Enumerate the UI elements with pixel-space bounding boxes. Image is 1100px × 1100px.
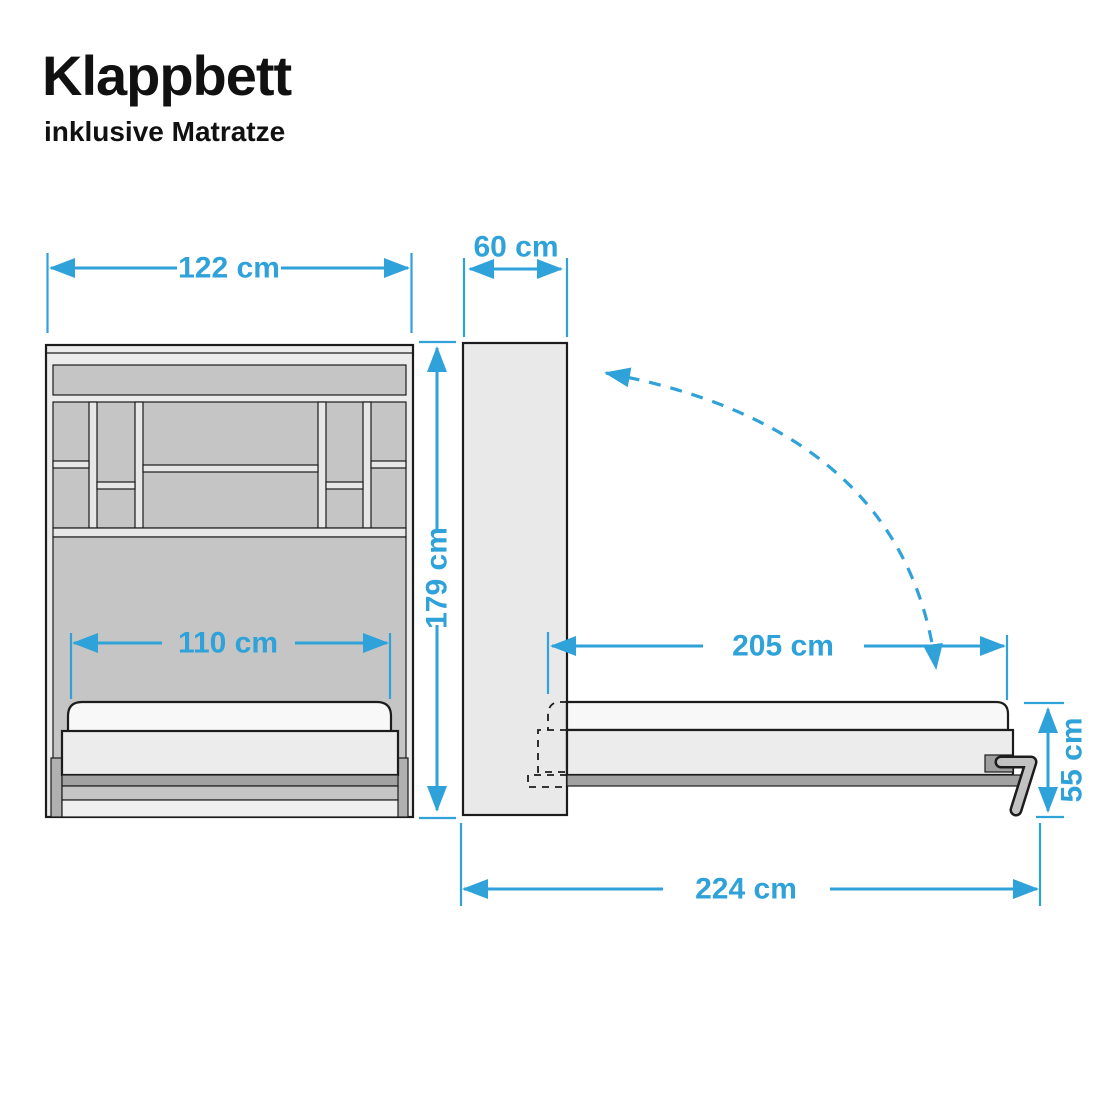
dimension-label: 110 cm (178, 627, 278, 660)
front-shelf-horizontal-divider (96, 481, 136, 490)
front-top-panel (52, 364, 407, 396)
front-mid-band (61, 785, 399, 801)
dimension-label: 179 cm (421, 527, 454, 629)
front-shelf-vertical-divider (362, 401, 372, 529)
hidden-frame-end-dashed (537, 729, 567, 773)
side-bed-frame (565, 728, 1015, 777)
front-shelf-horizontal-divider (325, 481, 364, 490)
front-shelf-vertical-divider (88, 401, 98, 529)
page-subtitle: inklusive Matratze (44, 116, 286, 147)
side-dark-strip (566, 774, 1023, 787)
front-view-closed-cabinet (44, 343, 415, 819)
side-folding-leg (997, 758, 1035, 814)
front-shelf-horizontal-divider (52, 460, 90, 469)
side-view-open-bed (461, 341, 1038, 817)
front-shelf-horizontal-divider (142, 464, 319, 473)
dimension-bed-width: 110 cm (69, 627, 392, 699)
dimension-label: 55 cm (1056, 717, 1089, 802)
dimension-lying-length: 205 cm (546, 630, 1009, 700)
fold-motion-arc-arrow (604, 367, 943, 670)
dimension-label: 205 cm (732, 630, 834, 663)
front-shelf-bottom-strip (52, 527, 407, 538)
dimension-bed-height: 55 cm (1024, 701, 1089, 819)
dimension-cabinet-width: 122 cm (46, 252, 413, 333)
dimension-label: 122 cm (178, 252, 280, 285)
dimension-label: 60 cm (473, 231, 558, 264)
side-cabinet-body (461, 341, 569, 817)
hidden-strip-end-dashed (527, 774, 567, 788)
dimension-label: 224 cm (695, 873, 797, 906)
front-dark-strip (61, 774, 399, 787)
dimension-open-depth: 224 cm (459, 823, 1042, 906)
front-shelf-vertical-divider (317, 401, 327, 529)
side-mattress (565, 700, 1010, 732)
dimension-cabinet-depth: 60 cm (462, 231, 569, 337)
front-bed-rail (60, 729, 400, 777)
hidden-mattress-end-dashed (547, 701, 567, 730)
dimension-cabinet-height: 179 cm (419, 340, 456, 820)
page-title: Klappbett (42, 44, 292, 107)
front-bottom-band (61, 799, 399, 818)
front-shelf-horizontal-divider (370, 460, 407, 469)
front-left-leg (50, 757, 63, 818)
front-shelf-vertical-divider (134, 401, 144, 529)
